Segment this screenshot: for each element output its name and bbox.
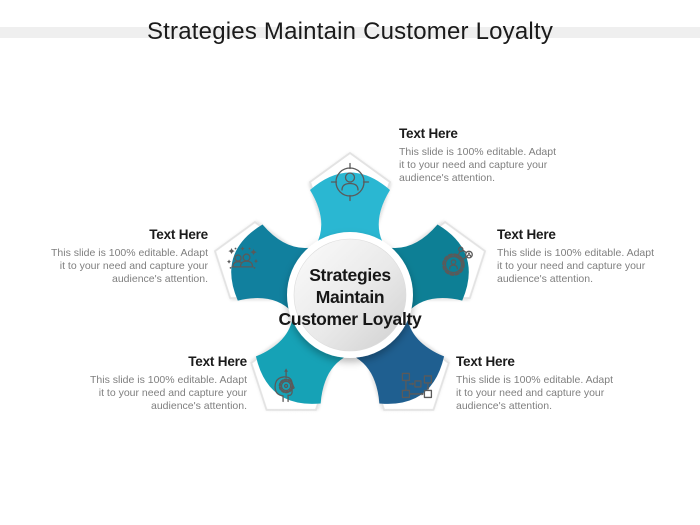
petal-shape <box>255 315 349 404</box>
text-block-body-line: it to your need and capture your <box>98 387 247 399</box>
text-block-left: Text Here This slide is 100% editable. A… <box>28 227 208 286</box>
gear-network-icon <box>442 246 473 276</box>
text-block-body-line: it to your need and capture your <box>497 260 646 272</box>
center-title-line: Maintain <box>316 287 385 307</box>
text-block-body-line: This slide is 100% editable. Adapt <box>89 374 247 386</box>
workflow-icon <box>401 372 433 399</box>
petal-shape <box>310 172 390 245</box>
text-block-right: Text Here This slide is 100% editable. A… <box>497 227 677 286</box>
text-block-heading: Text Here <box>456 354 515 369</box>
user-target-icon <box>330 162 370 202</box>
center-title-line: Customer Loyalty <box>278 309 422 329</box>
petal-right <box>387 221 487 312</box>
text-block-heading: Text Here <box>149 227 208 242</box>
text-block-body-line: it to your need and capture your <box>456 387 605 399</box>
center-disc <box>293 238 407 352</box>
petal-bottom-right <box>351 315 450 411</box>
slide-title: Strategies Maintain Customer Loyalty <box>146 18 554 45</box>
text-block-bottom-left: Text Here This slide is 100% editable. A… <box>67 354 247 413</box>
text-block-body-line: audience's attention. <box>456 400 552 412</box>
creative-mind-icon <box>274 368 295 403</box>
petal-left <box>213 221 313 312</box>
petal-shape <box>387 224 469 312</box>
center-title-line: Strategies <box>309 265 391 285</box>
text-block-body-line: it to your need and capture your <box>399 159 548 171</box>
text-block-body-line: audience's attention. <box>151 400 247 412</box>
text-block-body-line: This slide is 100% editable. Adapt <box>497 247 655 259</box>
text-block-body-line: This slide is 100% editable. Adapt <box>399 146 557 158</box>
text-block-top: Text Here This slide is 100% editable. A… <box>399 126 579 185</box>
petal-shape <box>231 224 313 312</box>
text-block-body-line: it to your need and capture your <box>59 260 208 272</box>
center-circle: Strategies Maintain Customer Loyalty <box>278 232 422 358</box>
petal-bottom-left <box>250 315 349 411</box>
text-block-body-line: This slide is 100% editable. Adapt <box>50 247 208 259</box>
text-block-heading: Text Here <box>188 354 247 369</box>
text-block-body-line: audience's attention. <box>112 273 208 285</box>
text-block-heading: Text Here <box>497 227 556 242</box>
text-block-bottom-right: Text Here This slide is 100% editable. A… <box>456 354 636 413</box>
title-band <box>0 27 700 38</box>
text-block-body-line: audience's attention. <box>497 273 593 285</box>
text-block-heading: Text Here <box>399 126 458 141</box>
text-block-body-line: audience's attention. <box>399 172 495 184</box>
text-block-body-line: This slide is 100% editable. Adapt <box>456 374 614 386</box>
petal-top <box>309 152 391 245</box>
audience-icon <box>226 246 259 269</box>
